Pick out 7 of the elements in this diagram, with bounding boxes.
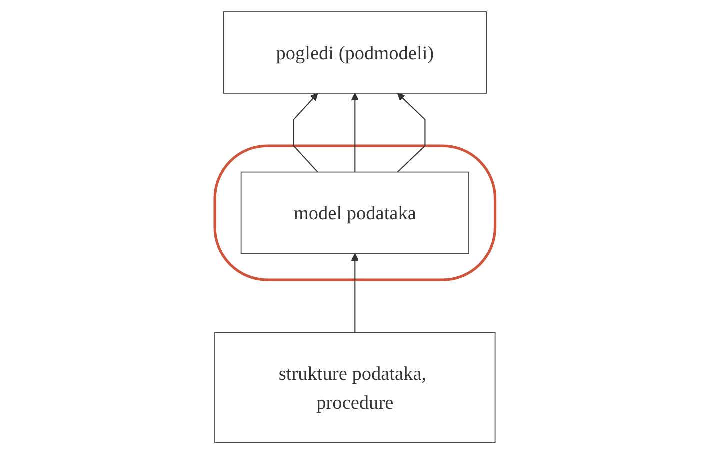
- arrow: [293, 93, 318, 173]
- node-box: strukture podataka, procedure: [214, 332, 496, 444]
- arrow: [351, 253, 359, 333]
- node-box: pogledi (podmodeli): [223, 12, 487, 94]
- arrow: [397, 93, 426, 173]
- arrow: [351, 93, 359, 172]
- node-box: model podataka: [240, 172, 470, 254]
